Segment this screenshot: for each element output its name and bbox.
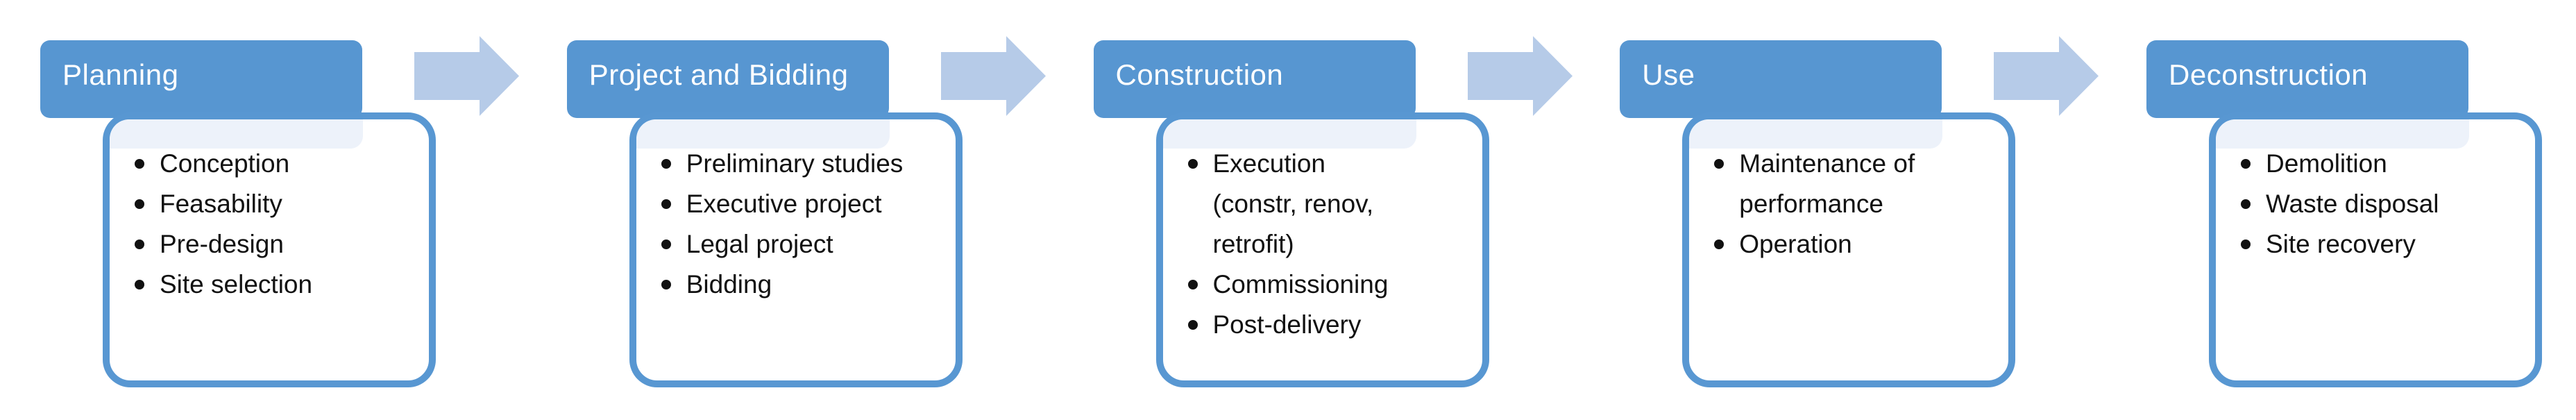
bullet-item: Execution (constr, renov, retrofit) — [1187, 144, 1471, 264]
right-arrow-icon — [414, 36, 519, 116]
right-arrow-icon — [1467, 36, 1573, 116]
stage-title: Construction — [1115, 58, 1284, 91]
stage-title: Deconstruction — [2169, 58, 2369, 91]
bullet-item: Conception — [135, 144, 418, 184]
right-arrow-icon — [1994, 36, 2099, 116]
header-overlap-strip — [110, 119, 363, 149]
stage-header: Deconstruction — [2146, 40, 2468, 118]
stage-header: Planning — [40, 40, 362, 118]
bullet-item: Post-delivery — [1187, 305, 1471, 345]
header-overlap-strip — [636, 119, 890, 149]
right-arrow-icon — [940, 36, 1046, 116]
bullet-item: Preliminary studies — [661, 144, 944, 184]
bullet-item: Bidding — [661, 264, 944, 305]
bullet-item: Operation — [1714, 224, 1997, 264]
bullet-item: Executive project — [661, 184, 944, 224]
header-overlap-strip — [1162, 119, 1416, 149]
bullet-item: Feasability — [135, 184, 418, 224]
right-arrow-shape — [414, 36, 519, 116]
header-overlap-strip — [1689, 119, 1943, 149]
stage-content-box: Execution (constr, renov, retrofit)Commi… — [1155, 112, 1489, 387]
right-arrow-shape — [1467, 36, 1573, 116]
right-arrow-shape — [1994, 36, 2099, 116]
bullet-item: Site recovery — [2241, 224, 2524, 264]
stage-title: Use — [1642, 58, 1695, 91]
bullet-item: Commissioning — [1187, 264, 1471, 305]
bullet-item: Waste disposal — [2241, 184, 2524, 224]
stage-title: Project and Bidding — [588, 58, 849, 91]
bullet-item: Pre-design — [135, 224, 418, 264]
right-arrow-shape — [940, 36, 1046, 116]
stage-header: Construction — [1093, 40, 1416, 118]
bullet-item: Legal project — [661, 224, 944, 264]
bullet-item: Demolition — [2241, 144, 2524, 184]
bullet-list: Execution (constr, renov, retrofit)Commi… — [1163, 119, 1482, 345]
stage-construction: Construction Execution (constr, renov, r… — [1093, 0, 1489, 420]
bullet-item: Site selection — [135, 264, 418, 305]
header-overlap-strip — [2216, 119, 2469, 149]
stage-header: Use — [1620, 40, 1942, 118]
bullet-item: Maintenance of performance — [1714, 144, 1997, 224]
stage-title: Planning — [62, 58, 179, 91]
stage-header: Project and Bidding — [566, 40, 889, 118]
